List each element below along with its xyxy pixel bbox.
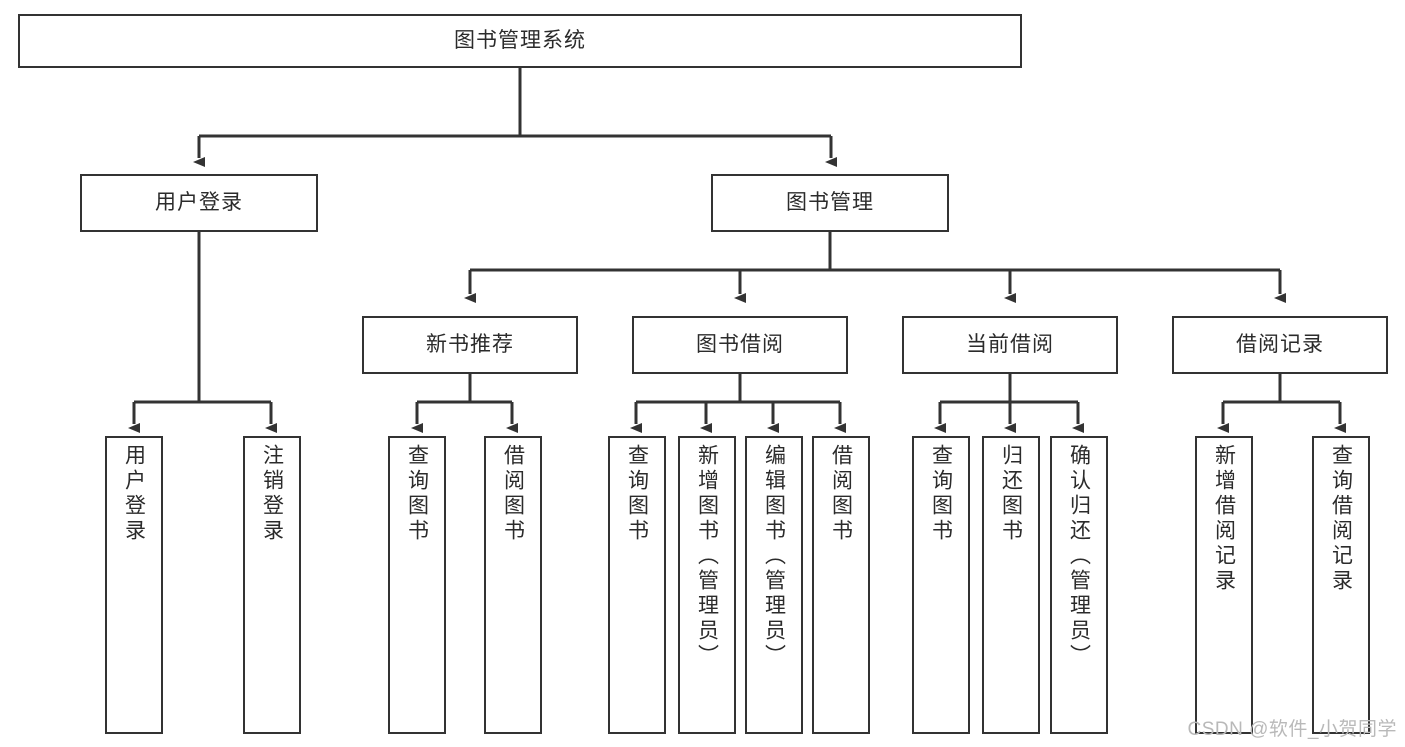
leaf-borrow-book-1-label: 借阅图书 bbox=[501, 444, 525, 544]
leaf-add-book-label: 新增图书（管理员） bbox=[695, 444, 719, 669]
leaf-query-book-3-inner: 查询图书 bbox=[914, 444, 968, 544]
leaf-return-book-label: 归还图书 bbox=[999, 444, 1023, 544]
leaf-add-book[interactable]: 新增图书（管理员） bbox=[678, 436, 736, 734]
leaf-add-borrow-record-inner: 新增借阅记录 bbox=[1197, 444, 1251, 594]
watermark: CSDN @软件_小贺同学 bbox=[1187, 719, 1397, 740]
leaf-borrow-book-2[interactable]: 借阅图书 bbox=[812, 436, 870, 734]
leaf-confirm-return[interactable]: 确认归还（管理员） bbox=[1050, 436, 1108, 734]
leaf-borrow-book-2-inner: 借阅图书 bbox=[814, 444, 868, 544]
node-root-label: 图书管理系统 bbox=[454, 29, 586, 53]
leaf-query-book-1[interactable]: 查询图书 bbox=[388, 436, 446, 734]
leaf-query-book-1-inner: 查询图书 bbox=[390, 444, 444, 544]
leaf-query-book-2-inner: 查询图书 bbox=[610, 444, 664, 544]
leaf-query-book-2-label: 查询图书 bbox=[625, 444, 649, 544]
node-borrow-record[interactable]: 借阅记录 bbox=[1172, 316, 1388, 374]
leaf-return-book[interactable]: 归还图书 bbox=[982, 436, 1040, 734]
leaf-user-login[interactable]: 用户登录 bbox=[105, 436, 163, 734]
leaf-query-book-3-label: 查询图书 bbox=[929, 444, 953, 544]
leaf-borrow-book-2-label: 借阅图书 bbox=[829, 444, 853, 544]
leaf-logout-login-label: 注销登录 bbox=[260, 444, 284, 544]
node-current-borrow[interactable]: 当前借阅 bbox=[902, 316, 1118, 374]
leaf-borrow-book-1[interactable]: 借阅图书 bbox=[484, 436, 542, 734]
node-user-login-label: 用户登录 bbox=[155, 191, 243, 215]
leaf-query-borrow-record-inner: 查询借阅记录 bbox=[1314, 444, 1368, 594]
node-book-manage-label: 图书管理 bbox=[786, 191, 874, 215]
leaf-borrow-book-1-inner: 借阅图书 bbox=[486, 444, 540, 544]
leaf-query-book-1-label: 查询图书 bbox=[405, 444, 429, 544]
node-book-manage[interactable]: 图书管理 bbox=[711, 174, 949, 232]
node-book-borrow-label: 图书借阅 bbox=[696, 333, 784, 357]
leaf-user-login-label: 用户登录 bbox=[122, 444, 146, 544]
leaf-confirm-return-label: 确认归还（管理员） bbox=[1067, 444, 1091, 669]
node-current-borrow-label: 当前借阅 bbox=[966, 333, 1054, 357]
leaf-edit-book-inner: 编辑图书（管理员） bbox=[747, 444, 801, 669]
node-book-borrow[interactable]: 图书借阅 bbox=[632, 316, 848, 374]
leaf-add-borrow-record[interactable]: 新增借阅记录 bbox=[1195, 436, 1253, 734]
leaf-return-book-inner: 归还图书 bbox=[984, 444, 1038, 544]
node-new-book-recommend[interactable]: 新书推荐 bbox=[362, 316, 578, 374]
leaf-logout-login[interactable]: 注销登录 bbox=[243, 436, 301, 734]
leaf-add-borrow-record-label: 新增借阅记录 bbox=[1212, 444, 1236, 594]
leaf-query-book-3[interactable]: 查询图书 bbox=[912, 436, 970, 734]
leaf-logout-login-inner: 注销登录 bbox=[245, 444, 299, 544]
leaf-edit-book[interactable]: 编辑图书（管理员） bbox=[745, 436, 803, 734]
node-borrow-record-label: 借阅记录 bbox=[1236, 333, 1324, 357]
leaf-query-book-2[interactable]: 查询图书 bbox=[608, 436, 666, 734]
node-user-login[interactable]: 用户登录 bbox=[80, 174, 318, 232]
leaf-query-borrow-record[interactable]: 查询借阅记录 bbox=[1312, 436, 1370, 734]
leaf-user-login-inner: 用户登录 bbox=[107, 444, 161, 544]
leaf-add-book-inner: 新增图书（管理员） bbox=[680, 444, 734, 669]
leaf-query-borrow-record-label: 查询借阅记录 bbox=[1329, 444, 1353, 594]
node-root[interactable]: 图书管理系统 bbox=[18, 14, 1022, 68]
leaf-edit-book-label: 编辑图书（管理员） bbox=[762, 444, 786, 669]
node-new-book-recommend-label: 新书推荐 bbox=[426, 333, 514, 357]
leaf-confirm-return-inner: 确认归还（管理员） bbox=[1052, 444, 1106, 669]
